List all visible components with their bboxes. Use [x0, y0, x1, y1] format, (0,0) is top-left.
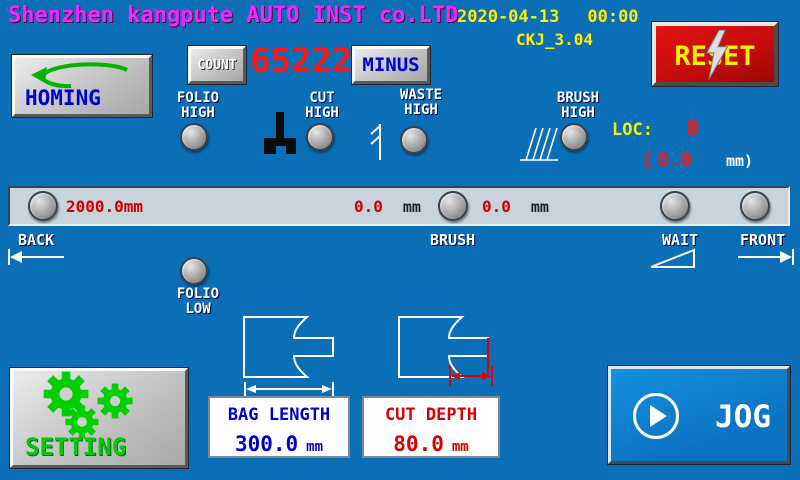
date-label: 2020-04-13	[457, 7, 560, 27]
distance-total: 2000.0mm	[66, 197, 144, 216]
lamp-cut-high[interactable]	[306, 123, 334, 151]
counter-value: 65222	[250, 41, 353, 81]
time-label: 00:00	[587, 7, 639, 27]
homing-arrow-icon	[31, 62, 128, 89]
lamp-brush-high[interactable]	[560, 123, 588, 151]
jog-label: JOG	[715, 399, 771, 435]
lightning-icon	[705, 30, 729, 80]
lamp-folio-high[interactable]	[180, 123, 208, 151]
loc-label: LOC:	[612, 120, 653, 140]
bag-length-title: BAG LENGTH	[227, 405, 331, 425]
bag-shape-1	[243, 316, 334, 378]
lamp-brush-position[interactable]	[438, 191, 468, 221]
company-title: Shenzhen kangpute AUTO INST co.LTD	[8, 3, 459, 28]
waste-icon	[370, 124, 381, 160]
reset-button[interactable]: RESET	[651, 21, 779, 87]
loc-offset: (0.0	[642, 149, 692, 171]
jog-button[interactable]: JOG	[607, 365, 791, 465]
back-arrow-icon	[8, 249, 64, 265]
minus-label: MINUS	[362, 54, 420, 76]
cut-depth-title: CUT DEPTH	[384, 405, 478, 425]
loc-offset-unit: mm)	[726, 152, 754, 170]
version-label: CKJ_3.04	[516, 30, 594, 49]
ramp-icon	[650, 248, 695, 268]
brush-icon	[520, 127, 558, 161]
datetime: 2020-04-13 00:00	[457, 7, 639, 27]
cutter-icon	[264, 112, 296, 154]
zone-label-wait: WAIT	[662, 231, 699, 249]
setting-button[interactable]: SETTING	[9, 367, 189, 469]
count-label: COUNT	[197, 57, 237, 73]
homing-button[interactable]: HOMING	[11, 54, 153, 118]
zone-label-brush: BRUSH	[430, 231, 476, 249]
homing-label: HOMING	[25, 86, 101, 110]
lamp-back-position[interactable]	[28, 191, 58, 221]
minus-button[interactable]: MINUS	[351, 45, 431, 85]
bag-length-dimension	[244, 382, 334, 396]
lamp-waste-high[interactable]	[400, 126, 428, 154]
count-button[interactable]: COUNT	[187, 45, 247, 85]
setting-label: SETTING	[25, 433, 127, 461]
lamp-folio-low[interactable]	[180, 257, 208, 285]
lamp-wait-position[interactable]	[660, 191, 690, 221]
play-icon	[633, 393, 679, 439]
lamp-front-position[interactable]	[740, 191, 770, 221]
zone-label-back: BACK	[18, 231, 55, 249]
front-arrow-icon	[738, 249, 794, 265]
cut-depth-dimension	[449, 366, 493, 386]
zone-label-front: FRONT	[740, 231, 786, 249]
loc-value: 0	[686, 116, 699, 140]
